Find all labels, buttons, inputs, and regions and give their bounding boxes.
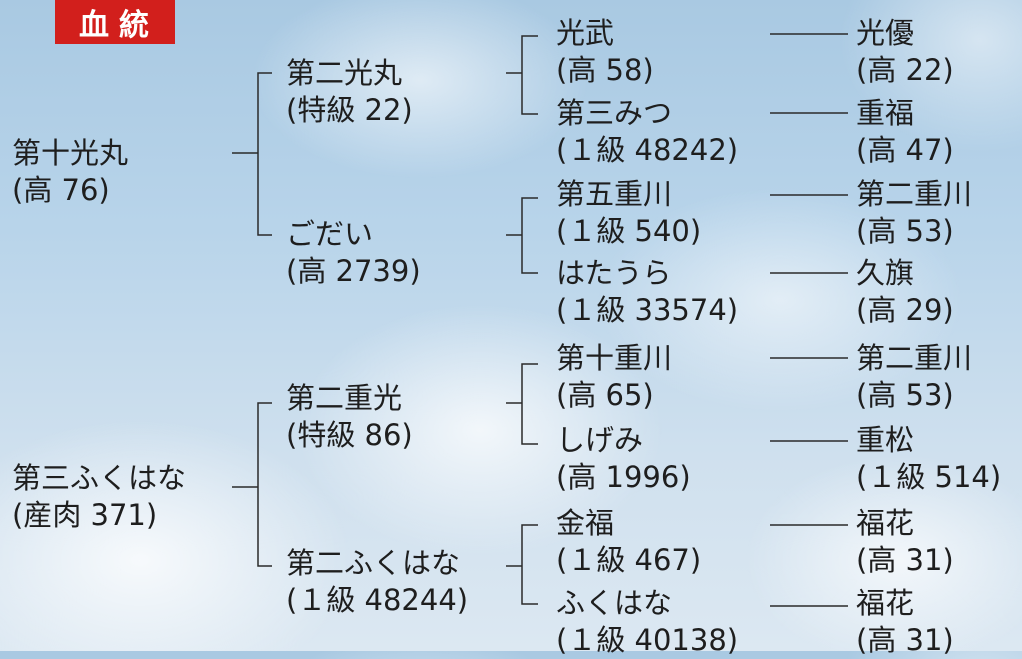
node-grade: (高 47) (856, 133, 954, 167)
node-grade: (１級 514) (856, 460, 1002, 494)
gen4-node: 光優 (高 22) (856, 15, 954, 89)
node-grade: (高 29) (856, 293, 954, 327)
node-name: 第二重川 (856, 177, 973, 211)
sire-sire-node: 第二光丸 (特級 22) (286, 55, 413, 129)
title-badge: 血統 (55, 0, 175, 44)
node-name: ごだい (286, 217, 374, 251)
sire-node: 第十光丸 (高 76) (12, 135, 128, 209)
node-grade: (１級 40138) (556, 623, 739, 657)
node-grade: (１級 48244) (286, 583, 469, 617)
node-grade: (高 31) (856, 623, 954, 657)
node-name: 第二重川 (856, 341, 973, 375)
gen4-node: 福花 (高 31) (856, 505, 954, 579)
gen3-node: 金福 (１級 467) (556, 505, 701, 579)
gen4-node: 福花 (高 31) (856, 585, 954, 659)
node-grade: (１級 540) (556, 214, 702, 248)
gen3-node: 第五重川 (１級 540) (556, 176, 701, 250)
node-grade: (高 1996) (556, 460, 691, 494)
node-name: 光武 (556, 16, 615, 50)
node-grade: (産肉 371) (12, 498, 158, 532)
node-grade: (特級 86) (286, 418, 413, 452)
node-name: 第十光丸 (12, 136, 129, 170)
node-grade: (特級 22) (286, 93, 413, 127)
node-grade: (高 31) (856, 543, 954, 577)
node-name: 福花 (856, 506, 915, 540)
node-name: 金福 (556, 506, 615, 540)
node-name: 重松 (856, 423, 915, 457)
node-name: はたうら (556, 256, 672, 290)
gen4-node: 重松 (１級 514) (856, 422, 1001, 496)
dam-sire-node: 第二重光 (特級 86) (286, 380, 413, 454)
dam-node: 第三ふくはな (産肉 371) (12, 460, 186, 534)
gen3-node: 第十重川 (高 65) (556, 340, 672, 414)
node-name: 第二光丸 (286, 56, 403, 90)
node-name: 重福 (856, 96, 915, 130)
node-name: 第二重光 (286, 381, 403, 415)
gen3-node: ふくはな (１級 40138) (556, 585, 738, 659)
node-grade: (高 58) (556, 53, 654, 87)
gen4-node: 重福 (高 47) (856, 95, 954, 169)
node-name: 第三みつ (556, 96, 673, 130)
node-grade: (高 76) (12, 173, 110, 207)
node-grade: (高 2739) (286, 254, 421, 288)
gen4-node: 第二重川 (高 53) (856, 176, 972, 250)
gen3-node: 第三みつ (１級 48242) (556, 95, 738, 169)
node-grade: (１級 48242) (556, 133, 739, 167)
node-name: 第五重川 (556, 177, 673, 211)
node-name: 第三ふくはな (12, 461, 187, 495)
node-name: 光優 (856, 16, 915, 50)
node-grade: (高 22) (856, 53, 954, 87)
node-grade: (１級 33574) (556, 293, 739, 327)
gen3-node: はたうら (１級 33574) (556, 255, 738, 329)
node-name: 第十重川 (556, 341, 673, 375)
node-name: 久旗 (856, 256, 915, 290)
node-grade: (高 65) (556, 378, 654, 412)
gen3-node: 光武 (高 58) (556, 15, 654, 89)
node-name: ふくはな (556, 586, 673, 620)
node-grade: (高 53) (856, 214, 954, 248)
gen4-node: 久旗 (高 29) (856, 255, 954, 329)
node-name: 第二ふくはな (286, 546, 461, 580)
gen4-node: 第二重川 (高 53) (856, 340, 972, 414)
node-grade: (１級 467) (556, 543, 702, 577)
node-name: しげみ (556, 423, 644, 457)
sire-dam-node: ごだい (高 2739) (286, 216, 421, 290)
node-grade: (高 53) (856, 378, 954, 412)
gen3-node: しげみ (高 1996) (556, 422, 691, 496)
dam-dam-node: 第二ふくはな (１級 48244) (286, 545, 468, 619)
node-name: 福花 (856, 586, 915, 620)
